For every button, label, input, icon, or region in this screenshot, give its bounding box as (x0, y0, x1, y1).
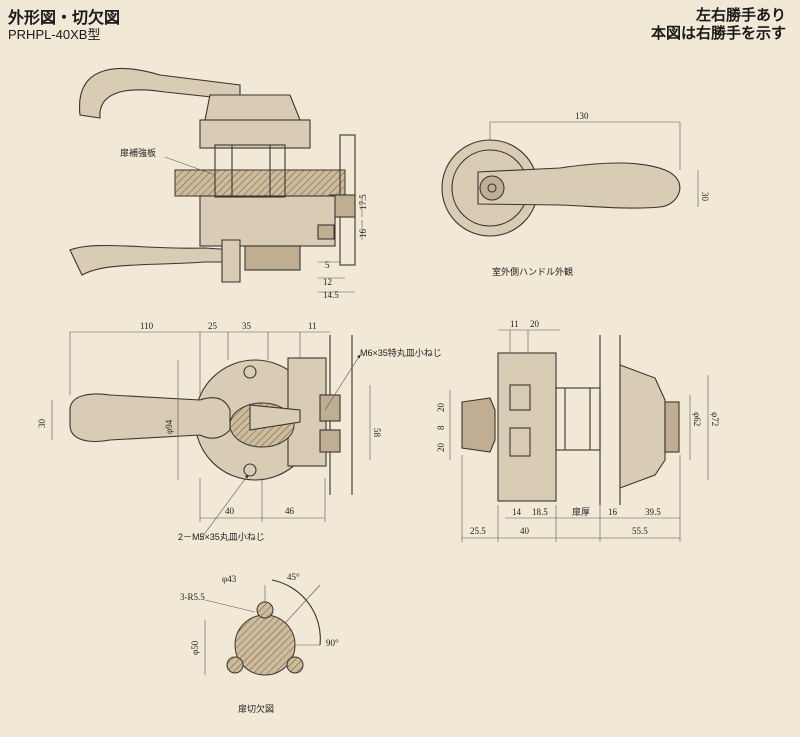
door-thickness-label: 扉厚 (572, 506, 590, 517)
m6-screw-label: M6×35特丸皿小ねじ (360, 347, 442, 358)
dim-130: 130 (575, 111, 589, 121)
dim-30-handle: 30 (700, 192, 710, 202)
page-title: 外形図・切欠図 (8, 10, 121, 27)
dim-20-side-b: 20 (436, 443, 446, 453)
dim-20-side-top: 20 (530, 319, 540, 329)
dim-45-deg: 45° (287, 572, 300, 582)
dim-40-front: 40 (225, 506, 235, 516)
dim-17-5: 17.5 (358, 194, 368, 210)
dim-58: 58 (372, 428, 382, 438)
dim-12: 12 (323, 277, 332, 287)
dim-3-r5-5: 3-R5.5 (180, 592, 205, 602)
dim-39-5: 39.5 (645, 507, 661, 517)
dim-35: 35 (242, 321, 252, 331)
dim-20-side-a: 20 (436, 403, 446, 413)
dim-11-front: 11 (308, 321, 317, 331)
door-cutout-label: 扉切欠図 (238, 703, 274, 714)
dim-phi94: φ94 (164, 419, 174, 434)
dim-8: 8 (436, 425, 446, 430)
dim-46: 46 (285, 506, 295, 516)
dim-40-side: 40 (520, 526, 530, 536)
dim-11-side: 11 (510, 319, 519, 329)
dim-25-5: 25.5 (470, 526, 486, 536)
dim-phi72: φ72 (710, 412, 720, 426)
dim-phi43: φ43 (222, 574, 237, 584)
outdoor-handle-label: 室外側ハンドル外観 (492, 266, 573, 277)
dim-18-5: 18.5 (532, 507, 548, 517)
dim-14: 14 (512, 507, 522, 517)
dim-30-front: 30 (37, 419, 47, 429)
side-section-view: 11 20 20 8 20 φ62 φ72 14 18.5 扉厚 16 39.5… (436, 319, 720, 542)
dim-90-deg: 90° (326, 638, 339, 648)
outdoor-handle-view: 130 30 室外側ハンドル外観 (441, 111, 710, 277)
dim-5: 5 (325, 260, 330, 270)
dim-14-5: 14.5 (323, 290, 339, 300)
dim-phi50: φ50 (190, 640, 200, 655)
side-cutaway-view: 扉補強板 17.5 16 5 12 14.5 (69, 68, 368, 300)
dim-phi62: φ62 (692, 412, 702, 426)
dim-16: 16 (358, 229, 368, 239)
dim-55-5: 55.5 (632, 526, 648, 536)
m5-screw-label: 2－M5×35丸皿小ねじ (178, 531, 265, 542)
front-view: 110 25 35 11 30 φ94 58 M6×35特丸皿小ねじ 40 46… (37, 321, 442, 542)
handedness-note-detail: 本図は右勝手を示す (650, 25, 786, 42)
door-reinforcement-label: 扉補強板 (120, 147, 156, 158)
dim-110: 110 (140, 321, 154, 331)
door-cutout-view: φ50 3-R5.5 φ43 45° 90° 扉切欠図 (180, 572, 339, 714)
model-number: PRHPL-40XB型 (8, 27, 101, 42)
dim-16-side: 16 (608, 507, 618, 517)
dim-25: 25 (208, 321, 218, 331)
handedness-note: 左右勝手あり (695, 7, 786, 24)
